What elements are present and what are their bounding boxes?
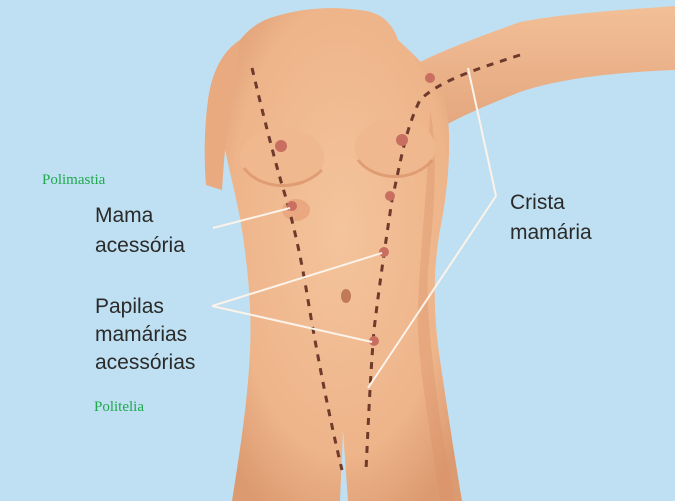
label-crista: Crista mamária — [510, 192, 592, 244]
label-papilas-line1: Papilas — [95, 295, 164, 318]
torso-shadow — [417, 110, 455, 501]
papilla-accessory-breast — [287, 201, 297, 211]
right-breast — [355, 118, 435, 178]
label-crista-line2: mamária — [510, 221, 592, 244]
left-arm — [204, 40, 240, 190]
leader-lines — [211, 67, 497, 389]
label-polimastia: Polimastia — [42, 172, 106, 188]
label-mama-line1: Mama — [95, 204, 154, 227]
milk-line-left — [250, 67, 344, 471]
leader-mama — [212, 207, 291, 229]
label-papilas-line2: mamárias — [95, 323, 188, 346]
leader-papilas-2 — [211, 305, 373, 343]
label-crista-line1: Crista — [510, 191, 565, 214]
leader-crista-1 — [467, 67, 497, 197]
papilla-lower — [369, 336, 379, 346]
papilla-abdomen — [379, 247, 389, 257]
left-breast-underline — [242, 167, 324, 187]
label-mama-acessoria: Mama acessória — [95, 205, 185, 257]
left-breast — [240, 128, 324, 188]
papilla-right-upper — [385, 191, 395, 201]
papilla-axilla — [425, 73, 435, 83]
nipple-left — [275, 140, 287, 152]
leader-papilas-1 — [211, 252, 383, 307]
label-papilas: Papilas mamárias acessórias — [95, 296, 195, 374]
leader-crista-2 — [367, 195, 497, 389]
right-breast-underline — [356, 159, 434, 178]
label-papilas-line3: acessórias — [95, 351, 196, 374]
leg-split — [340, 430, 348, 501]
raised-arm — [395, 6, 675, 128]
papillae — [275, 73, 435, 346]
navel — [341, 289, 351, 303]
label-mama-line2: acessória — [95, 234, 185, 257]
nipple-right — [396, 134, 408, 146]
label-politelia: Politelia — [94, 399, 144, 415]
